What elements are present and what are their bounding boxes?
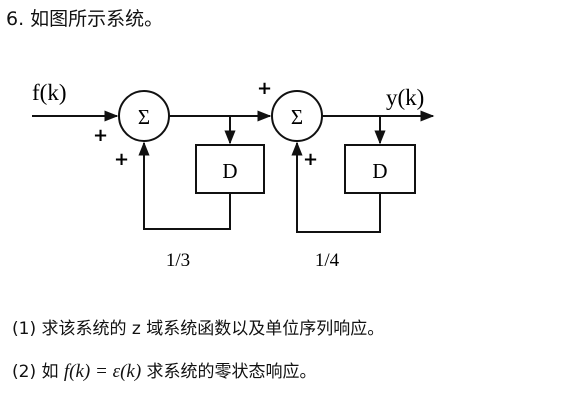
adder-2-sigma: Σ — [291, 105, 303, 129]
plus-sign-input-2: + — [257, 78, 272, 99]
delay-block-1: D — [195, 144, 265, 194]
question-2-prefix: (2) 如 — [12, 362, 64, 382]
delay-block-2: D — [344, 144, 416, 194]
delay-block-2-label: D — [372, 159, 387, 183]
question-2-formula: f(k) = ε(k) — [63, 361, 142, 382]
question-1: (1) 求该系统的 z 域系统函数以及单位序列响应。 — [12, 319, 385, 339]
output-label: y(k) — [386, 85, 424, 110]
plus-sign-feedback-1: + — [114, 149, 129, 170]
question-2: (2) 如 f(k) = ε(k) 求系统的零状态响应。 — [12, 357, 317, 383]
gain-label-1: 1/3 — [166, 250, 190, 271]
block-diagram: Σ D Σ D f(k) y(k) + + + + 1/3 1/4 — [32, 78, 435, 271]
problem-title: 6. 如图所示系统。 — [6, 8, 164, 30]
feedback-path-1 — [138, 141, 231, 230]
input-label: f(k) — [32, 80, 66, 105]
adder-1: Σ — [118, 90, 170, 142]
adder-1-sigma: Σ — [138, 105, 150, 129]
feedback-path-2 — [291, 141, 381, 233]
question-2-suffix: 求系统的零状态响应。 — [141, 362, 317, 382]
delay-block-1-label: D — [222, 159, 237, 183]
plus-sign-feedback-2: + — [303, 149, 318, 170]
plus-sign-input-1: + — [93, 125, 108, 146]
adder-2: Σ — [271, 90, 323, 142]
gain-label-2: 1/4 — [315, 250, 340, 271]
